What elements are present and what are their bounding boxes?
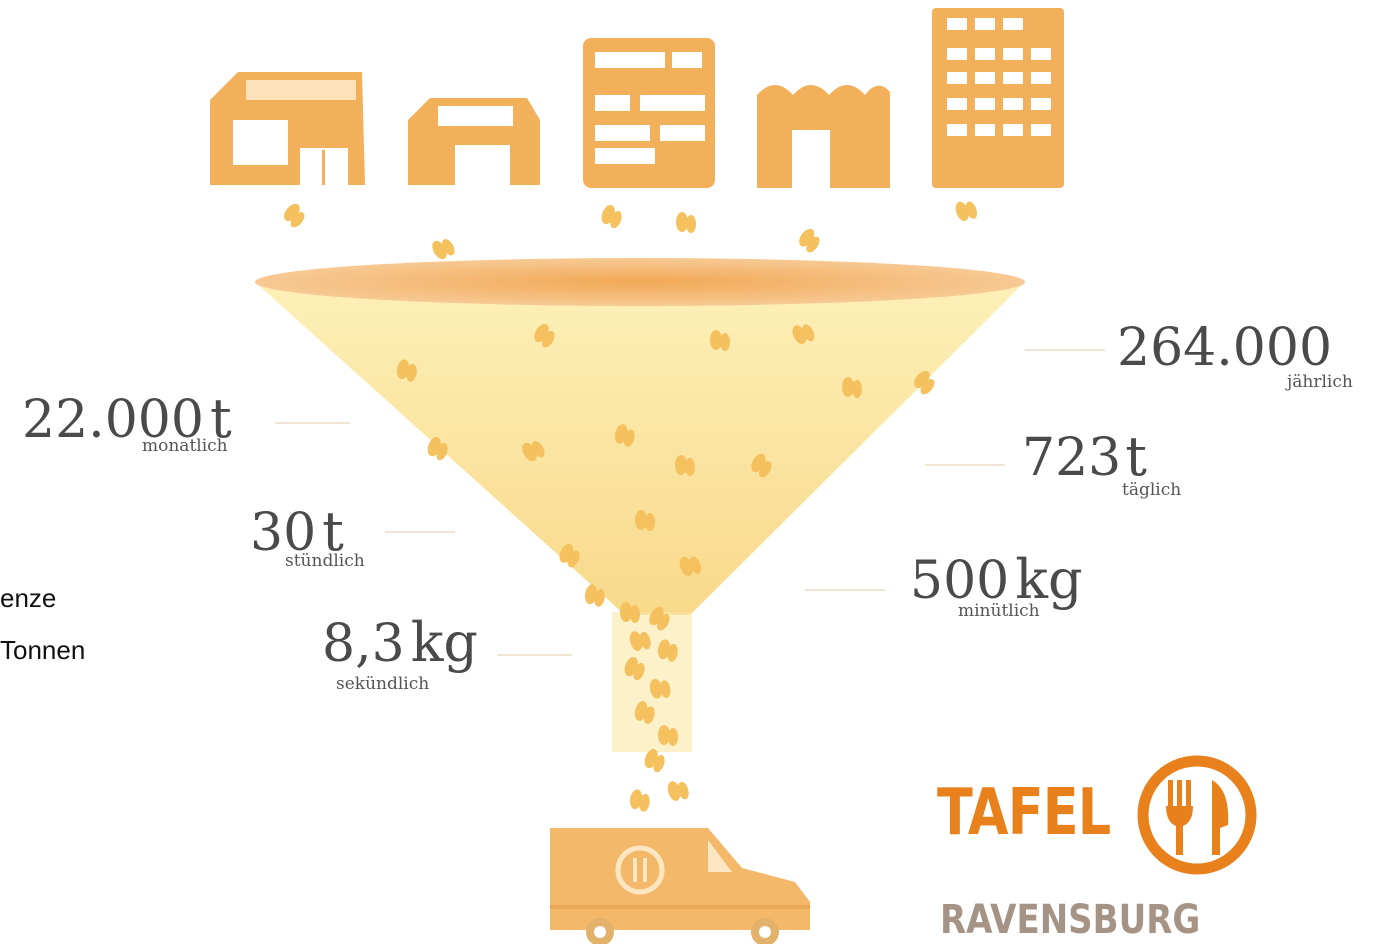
- stat-label: minütlich: [958, 601, 1040, 621]
- stat-value: 264.000: [1117, 318, 1333, 378]
- stat-value: 8,3: [322, 614, 405, 674]
- stat-value: 723: [1022, 428, 1122, 488]
- stat-label: monatlich: [142, 436, 228, 456]
- logo-city: RAVENSBURG: [940, 897, 1201, 943]
- food-items: [284, 201, 977, 812]
- highrise-building-icon: [932, 8, 1064, 188]
- stat-unit: kg: [410, 611, 478, 674]
- cut-text-line-2: Tonnen: [0, 635, 86, 665]
- logo-name: TAFEL: [937, 776, 1111, 850]
- stat-label: täglich: [1122, 480, 1182, 500]
- factory-building-icon: [757, 85, 890, 188]
- stat-unit: t: [209, 387, 232, 450]
- leader-lines: [275, 349, 1105, 656]
- stat-label: stündlich: [285, 551, 365, 571]
- stat-label: sekündlich: [336, 674, 430, 694]
- stat-value: 500: [910, 551, 1010, 611]
- funnel: [255, 258, 1025, 752]
- stat-daily: 723t täglich: [1022, 425, 1181, 499]
- stat-yearly: 264.000 jährlich: [1117, 318, 1353, 391]
- cut-text-line-1: enze: [0, 583, 57, 613]
- stat-unit: t: [322, 500, 344, 563]
- stat-label: jährlich: [1287, 372, 1353, 392]
- stat-value: 22.000: [22, 390, 204, 450]
- stat-unit: kg: [1015, 548, 1083, 611]
- office-building-icon: [583, 38, 715, 188]
- stat-value: 30: [250, 503, 317, 563]
- delivery-van-icon: [550, 828, 810, 944]
- stat-unit: t: [1125, 425, 1147, 488]
- shop-building-icon: [210, 72, 365, 185]
- store-building-icon: [408, 98, 540, 185]
- fork-knife-circle-icon: [1137, 755, 1257, 875]
